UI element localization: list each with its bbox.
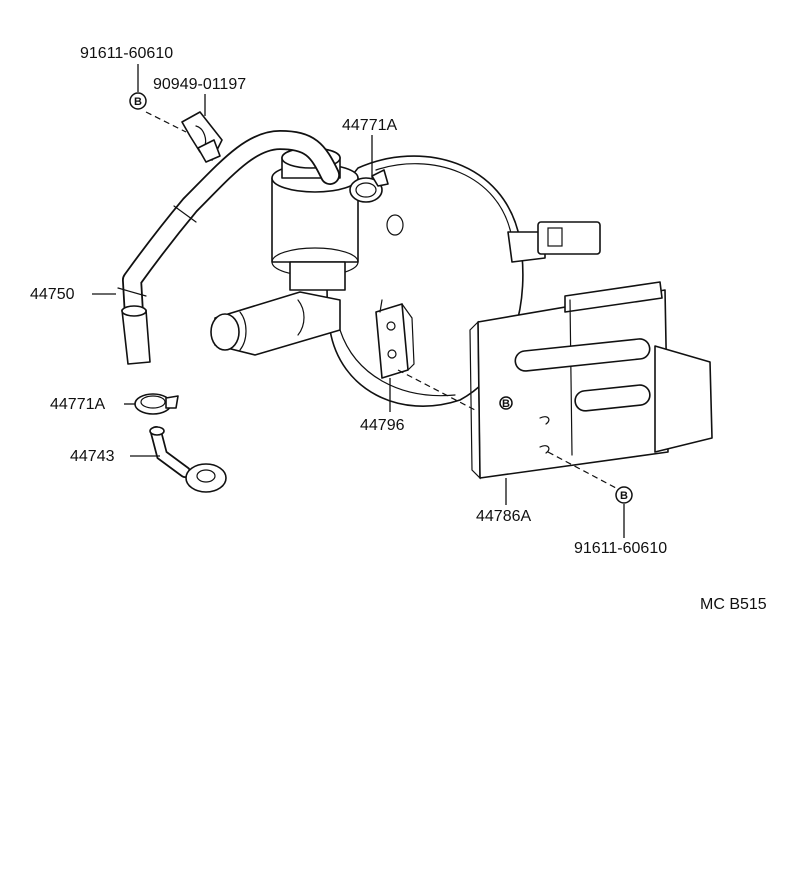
label-bolt-top: 91611-60610 [80,45,173,62]
brake-booster [326,155,601,407]
bolt-symbol-bottom: B [615,486,633,504]
bolt-symbol-plate: B [499,396,513,410]
label-stay: 44796 [360,417,405,434]
bolt-symbol-bottom-letter: B [620,490,628,502]
label-clamp-top: 90949-01197 [153,76,246,93]
label-bolt-bottom: 91611-60610 [574,540,667,557]
bolt-symbol-top-letter: B [134,96,142,108]
label-hose: 44750 [30,286,75,303]
label-bracket: 44786A [476,508,531,525]
union-fitting [149,426,227,493]
hose-clip-lower [134,393,179,415]
label-union: 44743 [70,448,115,465]
part-labels: 91611-60610 90949-01197 44771A 44750 447… [30,45,767,613]
booster-stay [375,299,415,379]
diagram-code: MC B515 [700,596,767,613]
leader-lines [92,64,625,538]
bolt-symbol-top: B [129,92,147,110]
bolt-symbol-plate-letter: B [502,398,510,410]
hose-clamp-bracket [181,111,223,163]
label-clip-top: 44771A [342,117,397,134]
hose-clip-top [349,169,389,203]
bracket-plate [469,281,713,480]
vacuum-hose [117,130,340,365]
label-clip-lower: 44771A [50,396,105,413]
assembly-lines [145,111,617,489]
